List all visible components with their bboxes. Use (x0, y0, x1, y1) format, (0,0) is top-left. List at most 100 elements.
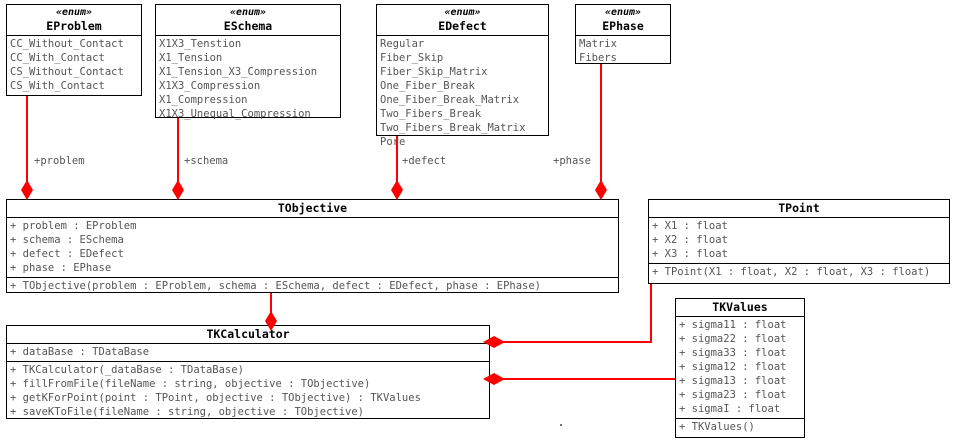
class-box-tkcalculator[interactable]: TKCalculator + dataBase : TDataBase + TK… (6, 325, 490, 419)
connector-schema-line (177, 117, 179, 196)
attribute-row: + X2 : float (652, 234, 728, 246)
enum-member: CS_Without_Contact (10, 66, 124, 78)
attribute-row: + sigma33 : float (679, 347, 787, 359)
class-name-tkvalues: TKValues (712, 300, 768, 314)
class-box-tobjective[interactable]: TObjective + problem : EProblem + schema… (6, 199, 619, 293)
enum-member: Fiber_Skip_Matrix (380, 66, 488, 78)
class-header-eschema: «enum» ESchema (156, 5, 340, 36)
class-header-edefect: «enum» EDefect (377, 5, 548, 36)
class-box-ephase[interactable]: «enum» EPhase Matrix Fibers (575, 4, 671, 64)
compartment-tkvalues-operations: + TKValues() (676, 418, 804, 436)
compartment-eschema-members: X1X3_Tenstion X1_Tension X1_Tension_X3_C… (156, 36, 340, 123)
connector-phase-line (600, 62, 602, 196)
compartment-ephase-members: Matrix Fibers (576, 36, 670, 67)
enum-member: X1_Tension_X3_Compression (159, 66, 318, 78)
attribute-row: + sigmaI : float (679, 403, 781, 415)
connector-defect-line (396, 135, 398, 196)
attribute-row: + schema : ESchema (10, 234, 124, 246)
compartment-tkcalculator-operations: + TKCalculator(_dataBase : TDataBase) + … (7, 361, 489, 421)
stereotype-eproblem: «enum» (55, 7, 93, 18)
attribute-row: + sigma11 : float (679, 319, 787, 331)
class-header-tkcalculator: TKCalculator (7, 326, 489, 344)
enum-member: X1_Compression (159, 94, 248, 106)
edge-label-problem: +problem (34, 155, 85, 167)
operation-row: + TKValues() (679, 421, 755, 433)
operation-row: + fillFromFile(fileName : string, object… (10, 378, 371, 390)
enum-member: Fibers (579, 52, 617, 64)
attribute-row: + problem : EProblem (10, 220, 137, 232)
stereotype-ephase: «enum» (604, 7, 642, 18)
stereotype-eschema: «enum» (229, 7, 267, 18)
class-box-edefect[interactable]: «enum» EDefect Regular Fiber_Skip Fiber_… (376, 4, 549, 148)
enum-member: CS_With_Contact (10, 80, 105, 92)
class-header-eproblem: «enum» EProblem (7, 5, 141, 36)
composition-diamond-schema (171, 180, 185, 200)
enum-member: CC_With_Contact (10, 52, 105, 64)
enum-member: X1X3_Unequal_Compression (159, 108, 311, 120)
class-name-eproblem: EProblem (46, 19, 102, 33)
attribute-row: + sigma12 : float (679, 361, 787, 373)
attribute-row: + defect : EDefect (10, 248, 124, 260)
enum-member: Two_Fibers_Break_Matrix (380, 122, 526, 134)
operation-row: + saveKToFile(fileName : string, objecti… (10, 406, 365, 418)
class-header-tobjective: TObjective (7, 200, 618, 218)
enum-member: X1X3_Compression (159, 80, 261, 92)
operation-row: + TPoint(X1 : float, X2 : float, X3 : fl… (652, 266, 931, 278)
compartment-tobjective-attributes: + problem : EProblem + schema : ESchema … (7, 218, 618, 277)
enum-member: Fiber_Skip (380, 52, 444, 64)
connector-point-calculator-v (650, 284, 652, 342)
class-box-tpoint[interactable]: TPoint + X1 : float + X2 : float + X3 : … (648, 199, 950, 284)
class-box-eschema[interactable]: «enum» ESchema X1X3_Tenstion X1_Tension … (155, 4, 341, 120)
enum-member: X1X3_Tenstion (159, 38, 242, 50)
class-name-edefect: EDefect (438, 19, 487, 33)
enum-member: Regular (380, 38, 425, 50)
composition-diamond-kvalues (483, 372, 505, 386)
composition-diamond-point (483, 335, 505, 349)
edge-label-defect: +defect (402, 155, 447, 167)
enum-member: One_Fiber_Break (380, 80, 475, 92)
class-box-tkvalues[interactable]: TKValues + sigma11 : float + sigma22 : f… (675, 298, 805, 438)
enum-member: Pore (380, 136, 406, 148)
compartment-tkvalues-attributes: + sigma11 : float + sigma22 : float + si… (676, 317, 804, 418)
composition-diamond-defect (390, 180, 404, 200)
edge-label-schema: +schema (184, 155, 229, 167)
class-name-ephase: EPhase (602, 19, 644, 33)
class-name-tkcalculator: TKCalculator (206, 327, 290, 341)
enum-member: X1_Tension (159, 52, 223, 64)
operation-row: + getKForPoint(point : TPoint, objective… (10, 392, 421, 404)
attribute-row: + X3 : float (652, 248, 728, 260)
attribute-row: + sigma13 : float (679, 375, 787, 387)
class-header-tpoint: TPoint (649, 200, 949, 218)
composition-diamond-problem (20, 180, 34, 200)
attribute-row: + phase : EPhase (10, 262, 112, 274)
compartment-edefect-members: Regular Fiber_Skip Fiber_Skip_Matrix One… (377, 36, 548, 151)
composition-diamond-phase (594, 180, 608, 200)
attribute-row: + dataBase : TDataBase (10, 346, 150, 358)
operation-row: + TObjective(problem : EProblem, schema … (10, 280, 542, 292)
connector-problem-line (26, 95, 28, 196)
class-name-eschema: ESchema (223, 19, 273, 33)
attribute-row: + X1 : float (652, 220, 728, 232)
class-name-tpoint: TPoint (778, 201, 820, 215)
attribute-row: + sigma23 : float (679, 389, 787, 401)
enum-member: One_Fiber_Break_Matrix (380, 94, 520, 106)
compartment-tobjective-operations: + TObjective(problem : EProblem, schema … (7, 277, 618, 295)
operation-row: + TKCalculator(_dataBase : TDataBase) (10, 364, 244, 376)
enum-member: Matrix (579, 38, 617, 50)
enum-member: CC_Without_Contact (10, 38, 124, 50)
connector-point-calculator-h (490, 341, 652, 343)
connector-objective-calculator-line (270, 293, 272, 325)
class-header-ephase: «enum» EPhase (576, 5, 670, 36)
class-name-tobjective: TObjective (277, 201, 348, 215)
render-artifact-dot (560, 424, 562, 426)
compartment-eproblem-members: CC_Without_Contact CC_With_Contact CS_Wi… (7, 36, 141, 95)
stereotype-edefect: «enum» (444, 7, 481, 18)
edge-label-phase: +phase (553, 155, 591, 167)
attribute-row: + sigma22 : float (679, 333, 787, 345)
composition-diamond-objective (264, 311, 278, 331)
compartment-tpoint-operations: + TPoint(X1 : float, X2 : float, X3 : fl… (649, 263, 949, 281)
compartment-tpoint-attributes: + X1 : float + X2 : float + X3 : float (649, 218, 949, 263)
connector-kvalues-calculator-h (490, 378, 675, 380)
class-box-eproblem[interactable]: «enum» EProblem CC_Without_Contact CC_Wi… (6, 4, 142, 96)
